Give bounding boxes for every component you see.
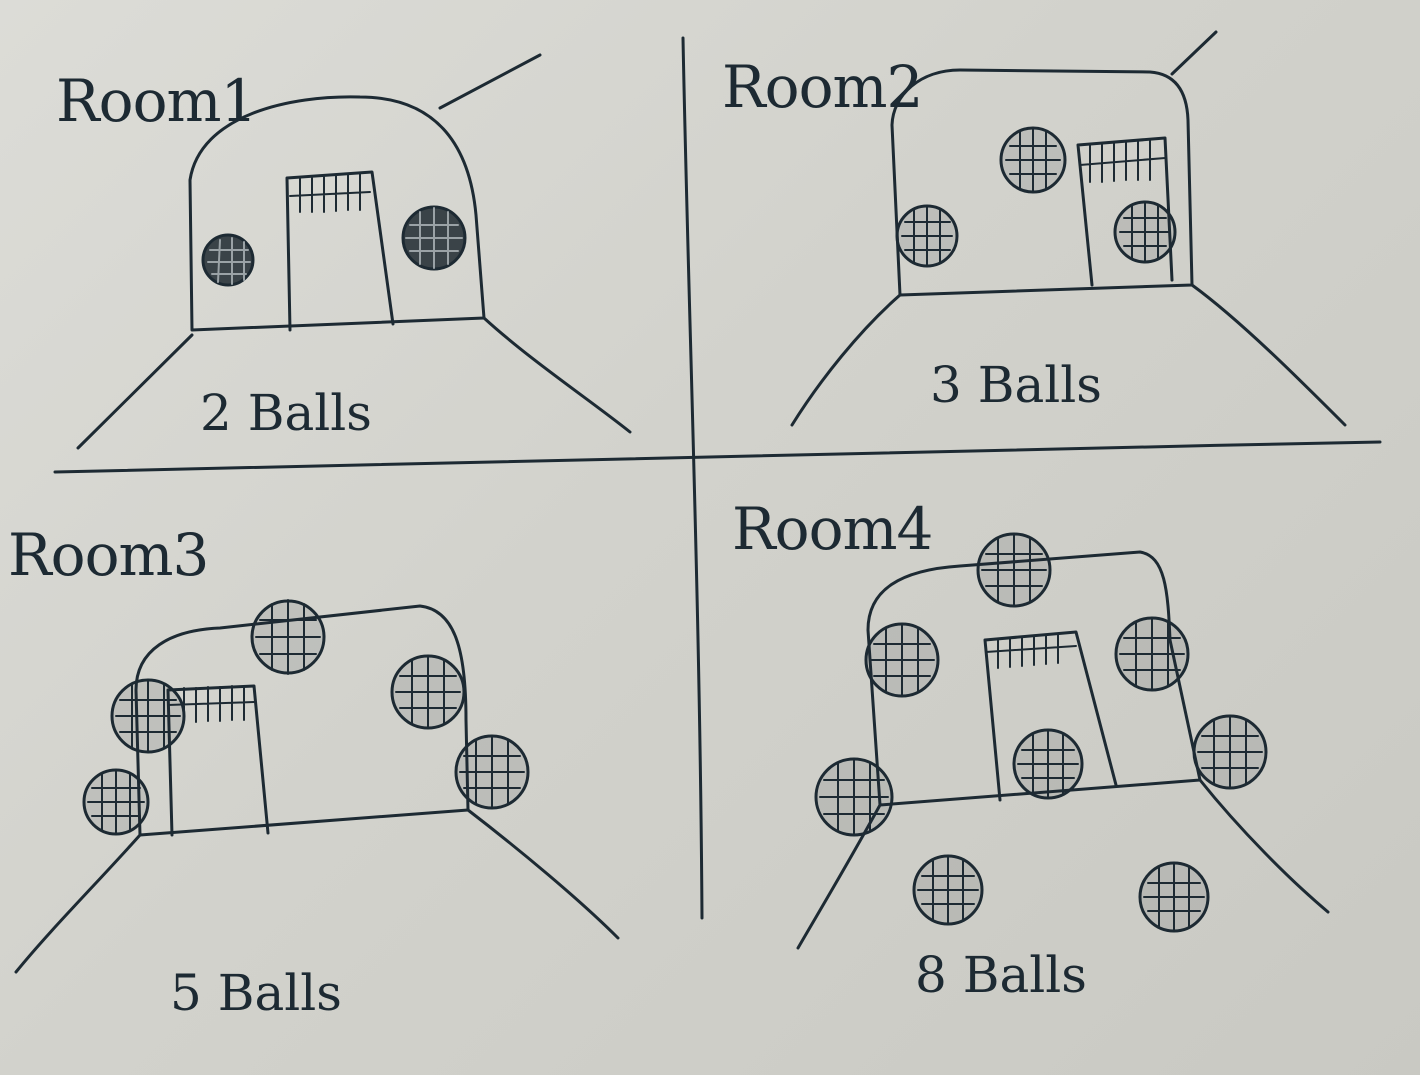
room1-door-grille: [289, 173, 371, 213]
room4-drawing: [796, 532, 1330, 950]
room3-ball-count: 5 Balls: [170, 964, 342, 1022]
room3-title: Room3: [8, 521, 209, 589]
room4-title: Room4: [732, 495, 933, 563]
room4-ball: [912, 854, 984, 926]
room3-ball: [110, 678, 186, 754]
room4-door-grille: [985, 634, 1077, 669]
room2-floor: [790, 283, 1347, 427]
room3-ball: [390, 654, 466, 730]
room4-ball-count: 8 Balls: [915, 946, 1087, 1004]
room1-ball: [201, 233, 255, 287]
room3-door: [166, 684, 270, 837]
room3-door-grille: [167, 685, 255, 723]
room2-ball: [1113, 200, 1177, 264]
room3-back-wall: [134, 604, 470, 837]
room3-floor: [14, 808, 620, 974]
room1-door: [285, 170, 395, 332]
room4-ball: [1192, 714, 1268, 790]
room2-door-grille: [1079, 139, 1166, 183]
room2-ball-count: 3 Balls: [930, 356, 1102, 414]
room4-ball: [1012, 728, 1084, 800]
room3-ball: [82, 768, 150, 836]
room1-ceiling-line: [438, 53, 542, 110]
room2-door: [1076, 136, 1174, 287]
room1-ball: [401, 205, 467, 271]
room2-ball: [895, 204, 959, 268]
room4-ball: [1138, 861, 1210, 933]
room4-door: [983, 630, 1118, 802]
room3-ball: [454, 734, 530, 810]
room2-ceiling-line: [1170, 30, 1218, 76]
room1-floor: [76, 316, 632, 450]
room4-ball: [864, 622, 940, 698]
room4-ball: [976, 532, 1052, 608]
room4-back-wall: [866, 550, 1202, 807]
room4-ball: [814, 757, 894, 837]
room1-back-wall: [188, 95, 486, 332]
room2-back-wall: [890, 68, 1194, 297]
horizontal-divider: [53, 440, 1382, 474]
room1-ball-count: 2 Balls: [200, 384, 372, 442]
room2-title: Room2: [722, 53, 923, 121]
room4-ball: [1114, 616, 1190, 692]
room3-drawing: [14, 599, 620, 974]
room3-ball: [250, 599, 326, 675]
vertical-divider: [681, 36, 704, 920]
room2-ball: [999, 126, 1067, 194]
room1-drawing: [76, 53, 632, 450]
room2-drawing: [790, 30, 1347, 427]
room1-title: Room1: [56, 67, 257, 135]
